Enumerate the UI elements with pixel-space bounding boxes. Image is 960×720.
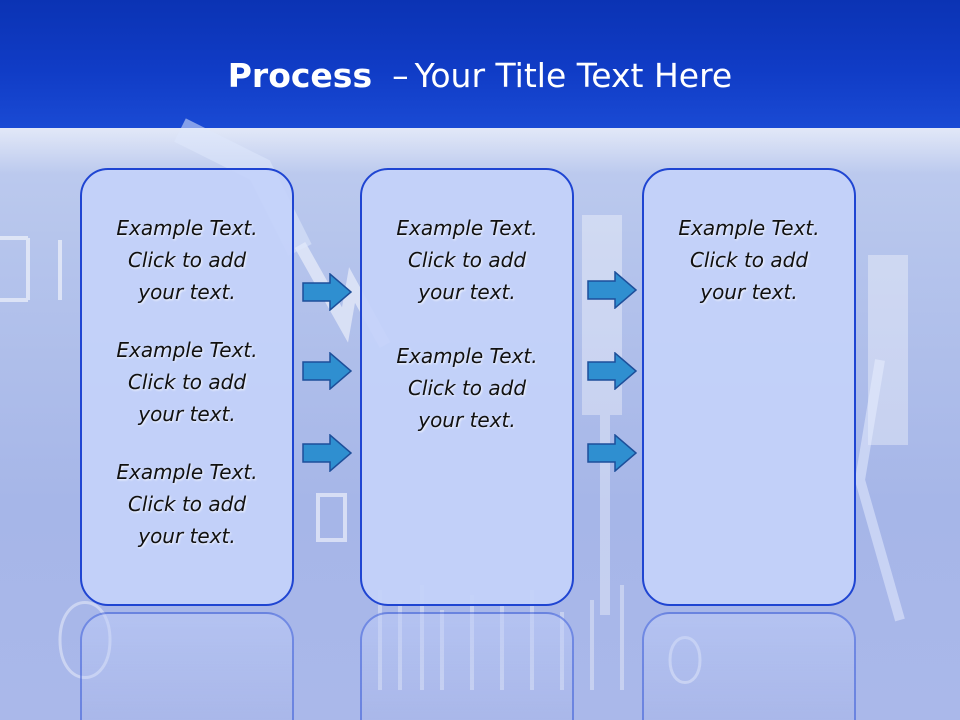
right-arrow-icon [302, 352, 352, 390]
text-line: Example Text. [396, 344, 538, 368]
title-bold: Process [227, 56, 373, 95]
title-text: Your Title Text Here [414, 56, 733, 95]
text-block[interactable]: Example Text. Click to add your text. [362, 340, 572, 436]
text-line: Example Text. [116, 338, 258, 362]
box-reflection [642, 612, 856, 720]
text-line: your text. [138, 524, 236, 548]
text-line: Example Text. [116, 216, 258, 240]
text-line: Click to add [127, 492, 247, 516]
right-arrow-icon [587, 271, 637, 309]
text-line: Click to add [407, 376, 527, 400]
text-line: Click to add [407, 248, 527, 272]
text-line: Click to add [127, 248, 247, 272]
text-block[interactable]: Example Text. Click to add your text. [82, 212, 292, 308]
title-banner [0, 0, 960, 128]
text-block[interactable]: Example Text. Click to add your text. [362, 212, 572, 308]
box-reflection [360, 612, 574, 720]
text-line: your text. [418, 408, 516, 432]
process-box-2[interactable]: Example Text. Click to add your text. Ex… [360, 168, 574, 606]
text-block[interactable]: Example Text. Click to add your text. [82, 334, 292, 430]
text-block[interactable]: Example Text. Click to add your text. [82, 456, 292, 552]
process-box-3[interactable]: Example Text. Click to add your text. [642, 168, 856, 606]
right-arrow-icon [587, 434, 637, 472]
right-arrow-icon [587, 352, 637, 390]
text-block[interactable]: Example Text. Click to add your text. [644, 212, 854, 308]
text-line: Example Text. [396, 216, 538, 240]
text-line: your text. [418, 280, 516, 304]
process-box-1[interactable]: Example Text. Click to add your text. Ex… [80, 168, 294, 606]
text-line: Click to add [127, 370, 247, 394]
right-arrow-icon [302, 273, 352, 311]
text-line: Example Text. [116, 460, 258, 484]
banner-glow [0, 128, 960, 174]
text-line: Example Text. [678, 216, 820, 240]
text-line: your text. [700, 280, 798, 304]
slide-title: Process–Your Title Text Here [0, 52, 960, 100]
text-line: Click to add [689, 248, 809, 272]
right-arrow-icon [302, 434, 352, 472]
box-reflection [80, 612, 294, 720]
title-separator: – [392, 56, 409, 95]
text-line: your text. [138, 280, 236, 304]
text-line: your text. [138, 402, 236, 426]
